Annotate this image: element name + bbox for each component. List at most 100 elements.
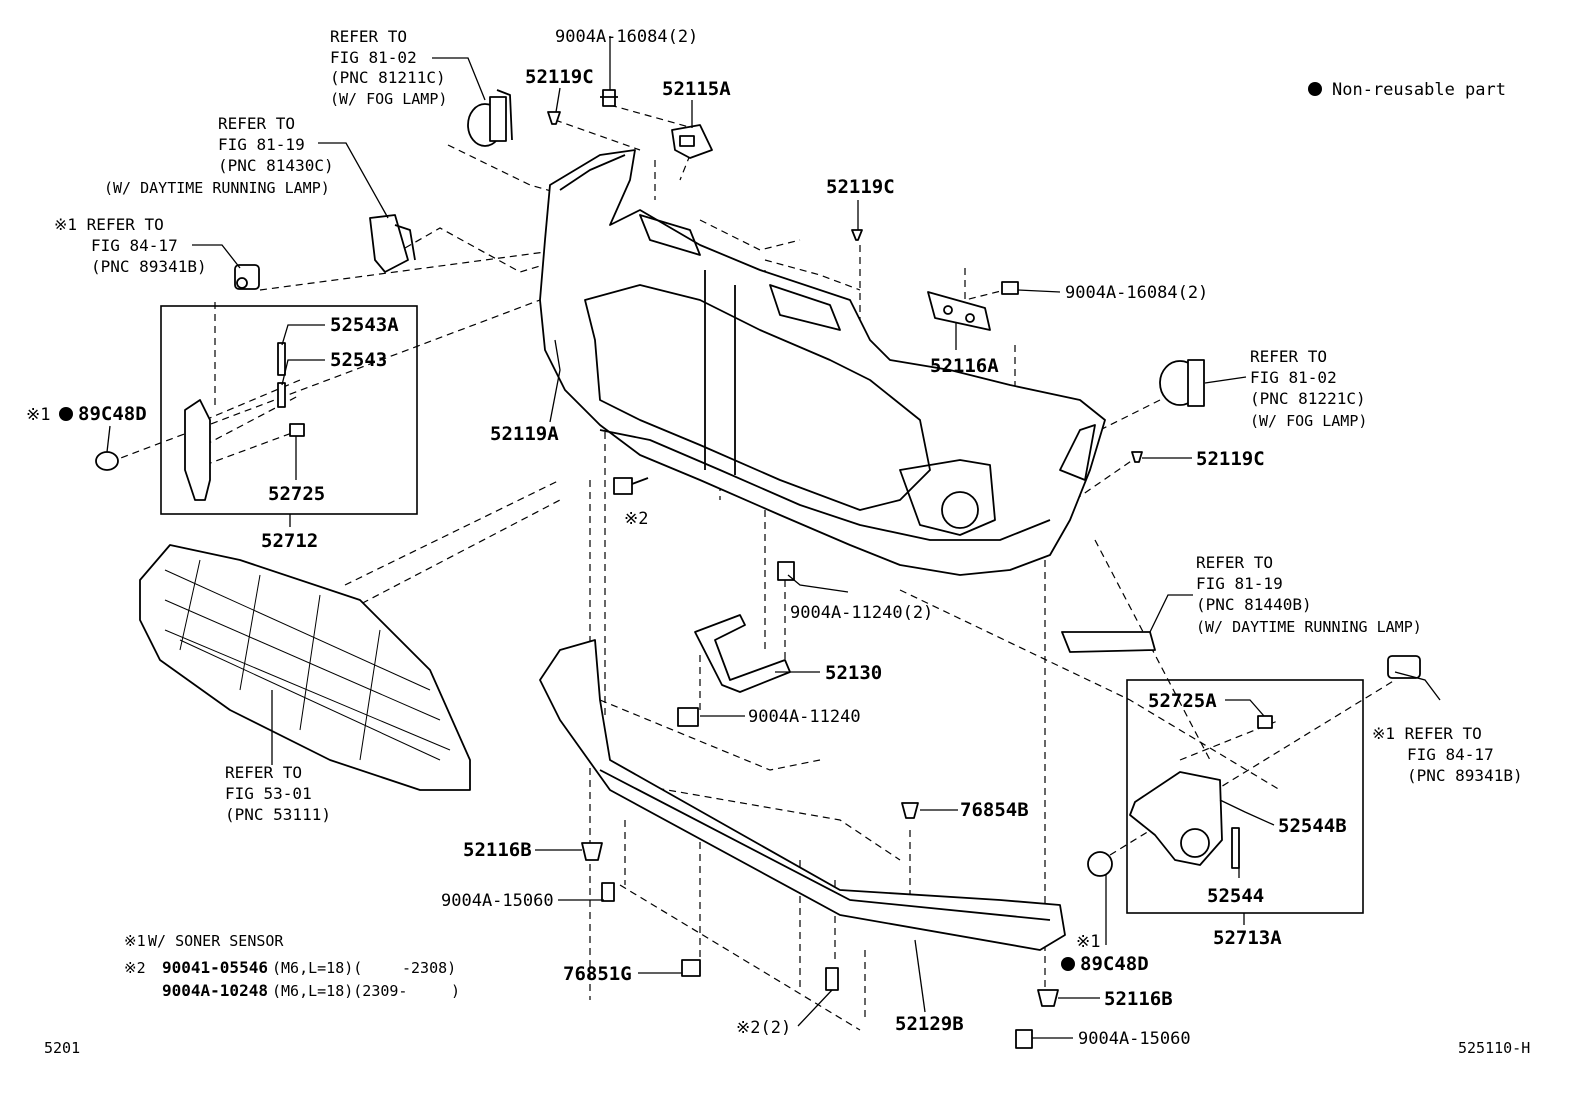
note2-mark-footnote: ※2 bbox=[124, 959, 146, 977]
clip-52119C-mid bbox=[851, 229, 863, 241]
svg-text:(W/ FOG LAMP): (W/ FOG LAMP) bbox=[1250, 412, 1367, 430]
ref-fog-lamp-right: REFER TO FIG 81-02 (PNC 81221C) (W/ FOG … bbox=[1250, 347, 1367, 430]
label-52544B: 52544B bbox=[1278, 815, 1347, 837]
ref-sensor-left: ※1 REFER TO FIG 84-17 (PNC 89341B) bbox=[54, 215, 207, 276]
note1-text: W/ SONER SENSOR bbox=[148, 932, 284, 950]
figure-code: 525110-H bbox=[1458, 1039, 1530, 1057]
svg-text:(PNC 53111): (PNC 53111) bbox=[225, 805, 331, 824]
label-9004A-11240: 9004A-11240 bbox=[748, 707, 861, 727]
svg-text:※1 REFER TO: ※1 REFER TO bbox=[54, 215, 164, 234]
label-52116B-right: 52116B bbox=[1104, 988, 1173, 1010]
label-52116A: 52116A bbox=[930, 355, 999, 377]
label-52725A: 52725A bbox=[1148, 690, 1217, 712]
svg-text:(PNC 81430C): (PNC 81430C) bbox=[218, 156, 334, 175]
drl-left bbox=[369, 214, 416, 273]
legend-text: Non-reusable part bbox=[1332, 80, 1506, 100]
svg-text:(W/ DAYTIME RUNNING LAMP): (W/ DAYTIME RUNNING LAMP) bbox=[104, 179, 330, 197]
note2-line1-pn: 90041-05546 bbox=[162, 958, 268, 977]
ref-grille: REFER TO FIG 53-01 (PNC 53111) bbox=[225, 763, 331, 824]
svg-text:FIG 53-01: FIG 53-01 bbox=[225, 784, 312, 803]
note2-mark: ※2 bbox=[624, 509, 648, 529]
svg-text:(PNC 89341B): (PNC 89341B) bbox=[1407, 766, 1523, 785]
svg-text:(PNC 81221C): (PNC 81221C) bbox=[1250, 389, 1366, 408]
bolt-note2 bbox=[613, 477, 649, 495]
screw-top bbox=[600, 89, 618, 107]
svg-text:(PNC 81440B): (PNC 81440B) bbox=[1196, 595, 1312, 614]
bolt-note2-2 bbox=[825, 967, 839, 991]
cover-52712 bbox=[184, 342, 305, 501]
svg-text:FIG 81-19: FIG 81-19 bbox=[218, 135, 305, 154]
note2-line1-spec: (M6,L=18)( bbox=[272, 959, 362, 977]
non-reusable-bullet-icon bbox=[1061, 957, 1075, 971]
label-52713A: 52713A bbox=[1213, 927, 1282, 949]
svg-text:※1 REFER TO: ※1 REFER TO bbox=[1372, 724, 1482, 743]
clip-52119C-right bbox=[1131, 451, 1143, 463]
bracket-52115A bbox=[671, 124, 713, 159]
label-52543: 52543 bbox=[330, 349, 387, 371]
label-52119C-top: 52119C bbox=[525, 66, 594, 88]
fog-lamp-right bbox=[1159, 359, 1205, 407]
svg-text:(PNC 89341B): (PNC 89341B) bbox=[91, 257, 207, 276]
clip-52119C-top bbox=[547, 111, 561, 125]
ref-drl-left: REFER TO FIG 81-19 (PNC 81430C) (W/ DAYT… bbox=[104, 114, 334, 197]
screw-15060-left bbox=[601, 882, 615, 902]
sensor-left bbox=[234, 264, 260, 290]
label-9004A-15060-left: 9004A-15060 bbox=[441, 891, 554, 911]
label-76854B: 76854B bbox=[960, 799, 1029, 821]
bolt-11240 bbox=[677, 707, 699, 727]
non-reusable-bullet-icon bbox=[59, 407, 73, 421]
label-52119C-mid: 52119C bbox=[826, 176, 895, 198]
label-52543A: 52543A bbox=[330, 314, 399, 336]
bumper-cover-52119A bbox=[539, 149, 1106, 576]
box-52713A bbox=[1126, 679, 1364, 914]
bracket-52130 bbox=[694, 614, 791, 693]
svg-text:(PNC 81211C): (PNC 81211C) bbox=[330, 68, 446, 87]
label-9004A-11240-2: 9004A-11240(2) bbox=[790, 603, 933, 623]
label-52712: 52712 bbox=[261, 530, 318, 552]
screw-right bbox=[1001, 281, 1019, 295]
svg-text:REFER TO: REFER TO bbox=[330, 27, 407, 46]
note2-line1-range: -2308) bbox=[402, 959, 456, 977]
non-reusable-bullet-icon bbox=[1308, 82, 1322, 96]
note1-mark-right: ※1 bbox=[1076, 932, 1100, 952]
legend: Non-reusable part bbox=[1308, 80, 1506, 100]
note2-line2-pn: 9004A-10248 bbox=[162, 981, 268, 1000]
svg-text:REFER TO: REFER TO bbox=[225, 763, 302, 782]
svg-text:FIG 81-02: FIG 81-02 bbox=[1250, 368, 1337, 387]
fog-lamp-left bbox=[467, 89, 513, 147]
cover-52713A bbox=[1129, 715, 1273, 869]
ref-fog-lamp-left: REFER TO FIG 81-02 (PNC 81211C) (W/ FOG … bbox=[330, 27, 447, 108]
label-52115A: 52115A bbox=[662, 78, 731, 100]
clip-89C48D-left bbox=[95, 451, 119, 471]
bracket-52116A bbox=[927, 291, 991, 331]
svg-text:(W/ FOG LAMP): (W/ FOG LAMP) bbox=[330, 90, 447, 108]
svg-text:REFER TO: REFER TO bbox=[1250, 347, 1327, 366]
svg-text:(W/ DAYTIME RUNNING LAMP): (W/ DAYTIME RUNNING LAMP) bbox=[1196, 618, 1422, 636]
clip-52116B-left bbox=[581, 842, 603, 861]
drl-right bbox=[1061, 631, 1156, 653]
svg-text:FIG 84-17: FIG 84-17 bbox=[91, 236, 178, 255]
label-89C48D-left: 89C48D bbox=[78, 403, 147, 425]
label-52119C-right: 52119C bbox=[1196, 448, 1265, 470]
note1-mark: ※1 bbox=[124, 932, 146, 950]
note2-line2-end: ) bbox=[451, 982, 460, 1000]
svg-text:REFER TO: REFER TO bbox=[218, 114, 295, 133]
box-52712 bbox=[160, 305, 418, 515]
ref-drl-right: REFER TO FIG 81-19 (PNC 81440B) (W/ DAYT… bbox=[1196, 553, 1422, 636]
label-52725: 52725 bbox=[268, 483, 325, 505]
leader-lines bbox=[106, 36, 1441, 1039]
spoiler-52129B bbox=[539, 639, 1066, 951]
clip-89C48D-right bbox=[1087, 851, 1113, 877]
clip-52116B-right bbox=[1037, 989, 1059, 1007]
clip-76851G bbox=[681, 959, 701, 977]
screw-15060-right bbox=[1015, 1029, 1033, 1049]
label-76851G: 76851G bbox=[563, 963, 632, 985]
note2x2-mark: ※2(2) bbox=[736, 1018, 791, 1038]
label-52129B: 52129B bbox=[895, 1013, 964, 1035]
label-9004A-16084-top: 9004A-16084(2) bbox=[555, 27, 698, 47]
bolt-11240-2 bbox=[777, 561, 795, 581]
label-52130: 52130 bbox=[825, 662, 882, 684]
label-89C48D-right: 89C48D bbox=[1080, 953, 1149, 975]
label-52116B-left: 52116B bbox=[463, 839, 532, 861]
